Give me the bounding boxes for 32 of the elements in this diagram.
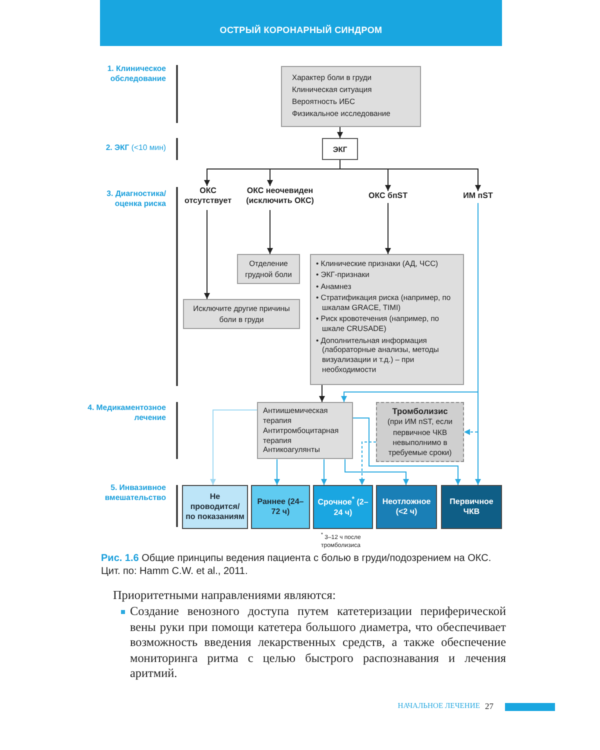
title-banner: ОСТРЫЙ КОРОНАРНЫЙ СИНДРОМ	[100, 0, 502, 46]
intervention-box: Срочное$^{*}$ (2–24 ч)	[313, 485, 373, 529]
arrow	[475, 202, 481, 486]
branch-label: ОКС отсутствует	[178, 186, 238, 210]
page-number: 27	[485, 701, 494, 711]
arrow	[337, 126, 343, 138]
intervention-box: Раннее (24–72 ч)	[251, 485, 310, 529]
arrow	[204, 210, 210, 300]
intervention-box: Неотложное (<2 ч)	[376, 485, 437, 529]
branch-label: ИМ пST	[450, 191, 506, 203]
arrow	[359, 442, 376, 486]
arrow	[385, 202, 391, 254]
process-box	[281, 66, 421, 127]
arrow	[210, 410, 258, 486]
branch-label: ОКС бпST	[355, 191, 421, 203]
intervention-box: Не проводится/ по показаниям	[182, 485, 248, 529]
branch-label: ОКС неочевиден (исключить ОКС)	[237, 186, 323, 210]
intervention-box: Первичное ЧКВ	[441, 485, 502, 529]
arrow	[319, 384, 325, 402]
box-heading: Тромболизис	[391, 406, 449, 418]
arrow	[267, 210, 273, 254]
thrombolysis-box	[376, 402, 464, 462]
process-box	[257, 402, 353, 460]
figure-caption: Рис. 1.6 Общие принципы ведения пациента с болью в груди/подозрением на ОКС. Цит. по: Hamm C.W. et al., 2011.	[101, 552, 492, 578]
arrow	[274, 458, 280, 486]
arrow	[352, 418, 461, 486]
arrow	[344, 458, 409, 486]
bullet-paragraph: Создание венозного доступа путем катетеризации периферической вены руки при помощи катетера большого диаметра, что обеспечивает возможность введения лекарственных средств, а также обеспечение мониторинга ритма с целью быстрого распознавания и лечения аритмий.	[130, 604, 506, 682]
arrow	[340, 160, 481, 192]
arrow	[321, 458, 327, 486]
assessment-box	[310, 254, 464, 385]
body-text: Приоритетными направлениями являются:	[113, 588, 337, 603]
